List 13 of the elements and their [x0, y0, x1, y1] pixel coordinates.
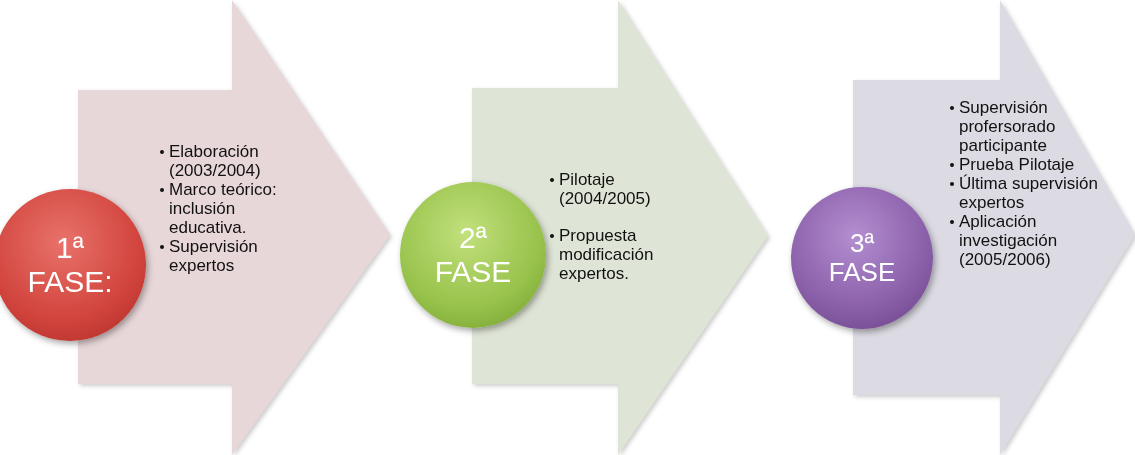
- bullet-text: Aplicación investigación (2005/2006): [959, 212, 1059, 269]
- bullet-text: Prueba Pilotaje: [959, 155, 1075, 174]
- phase-label: 3ª FASE: [827, 228, 897, 288]
- phase-label: 1ª FASE:: [26, 231, 114, 299]
- bullet-text: Marco teórico: inclusión educativa.: [169, 180, 278, 237]
- bullet-text: Última supervisión expertos: [959, 174, 1099, 212]
- bullet-text: Elaboración (2003/2004): [169, 142, 262, 180]
- bullet-text: Propuesta modificación expertos.: [559, 226, 655, 283]
- bullet-text: Supervisión expertos: [169, 237, 259, 275]
- bullet-text: Pilotaje (2004/2005): [559, 170, 652, 208]
- phase-label: 2ª FASE: [433, 221, 513, 289]
- bullet-text: Supervisión profersorado participante: [959, 98, 1057, 155]
- phase-circle: [0, 189, 146, 341]
